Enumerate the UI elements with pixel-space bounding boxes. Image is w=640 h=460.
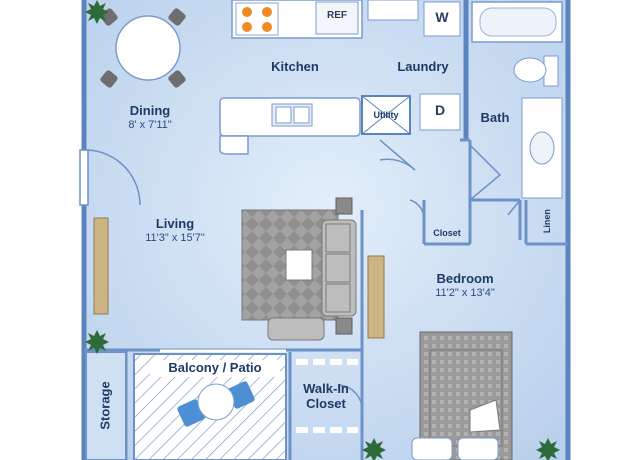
plant-icon (362, 438, 386, 460)
tub-icon (471, 1, 563, 43)
exterior-walls (81, 0, 571, 460)
end-table (335, 317, 353, 335)
end-table (335, 197, 353, 215)
storage-room (85, 351, 127, 460)
toilet-icon (513, 55, 559, 87)
room-utility-name: Utility (373, 110, 399, 120)
refrigerator-label: REF (327, 10, 347, 21)
plant-icon (85, 0, 109, 24)
plant-icon (536, 438, 560, 460)
room-balcony-name: Balcony / Patio (150, 360, 280, 377)
room-dining-name: Dining (129, 103, 171, 118)
room-bath-name: Bath (480, 110, 510, 125)
laundry-shelf (367, 0, 419, 21)
closet-shelves (296, 359, 358, 433)
room-living-dims: 11'3" x 15'7" (145, 231, 205, 244)
room-walkin-name: Walk-In Closet (303, 381, 349, 411)
coffee-table (285, 249, 313, 281)
room-storage-name: Storage (97, 381, 113, 430)
dryer-label: D (434, 102, 446, 118)
refrigerator (315, 1, 359, 35)
sink-icon (271, 103, 313, 127)
dresser (367, 255, 385, 339)
room-dining-dims: 8' x 7'11" (128, 118, 172, 131)
table-icon (100, 8, 186, 88)
room-laundry-name: Laundry (397, 59, 449, 74)
room-linen-name: Linen (541, 209, 552, 234)
plant-icon (85, 330, 109, 354)
tv-console (93, 217, 109, 315)
room-kitchen-name: Kitchen (271, 59, 319, 74)
washer-label: W (435, 9, 449, 25)
dryer (419, 93, 461, 131)
utility-closet (361, 95, 411, 135)
patio-set (177, 381, 255, 427)
room-living-name: Living (155, 216, 195, 231)
room-bedroom-dims: 11'2" x 13'4" (435, 286, 495, 299)
washer (423, 1, 461, 37)
doors (79, 139, 521, 411)
vanity (521, 97, 563, 199)
room-living: Living 11'3" x 15'7" (120, 216, 230, 245)
room-bedroom-name: Bedroom (436, 271, 494, 286)
stove-icon (235, 2, 279, 36)
room-dining: Dining 8' x 7'11" (110, 103, 190, 132)
room-closet-name: Closet (433, 228, 461, 238)
bed-icon (411, 331, 513, 460)
room-bedroom: Bedroom 11'2" x 13'4" (410, 271, 520, 300)
sofa-icon (267, 219, 357, 341)
